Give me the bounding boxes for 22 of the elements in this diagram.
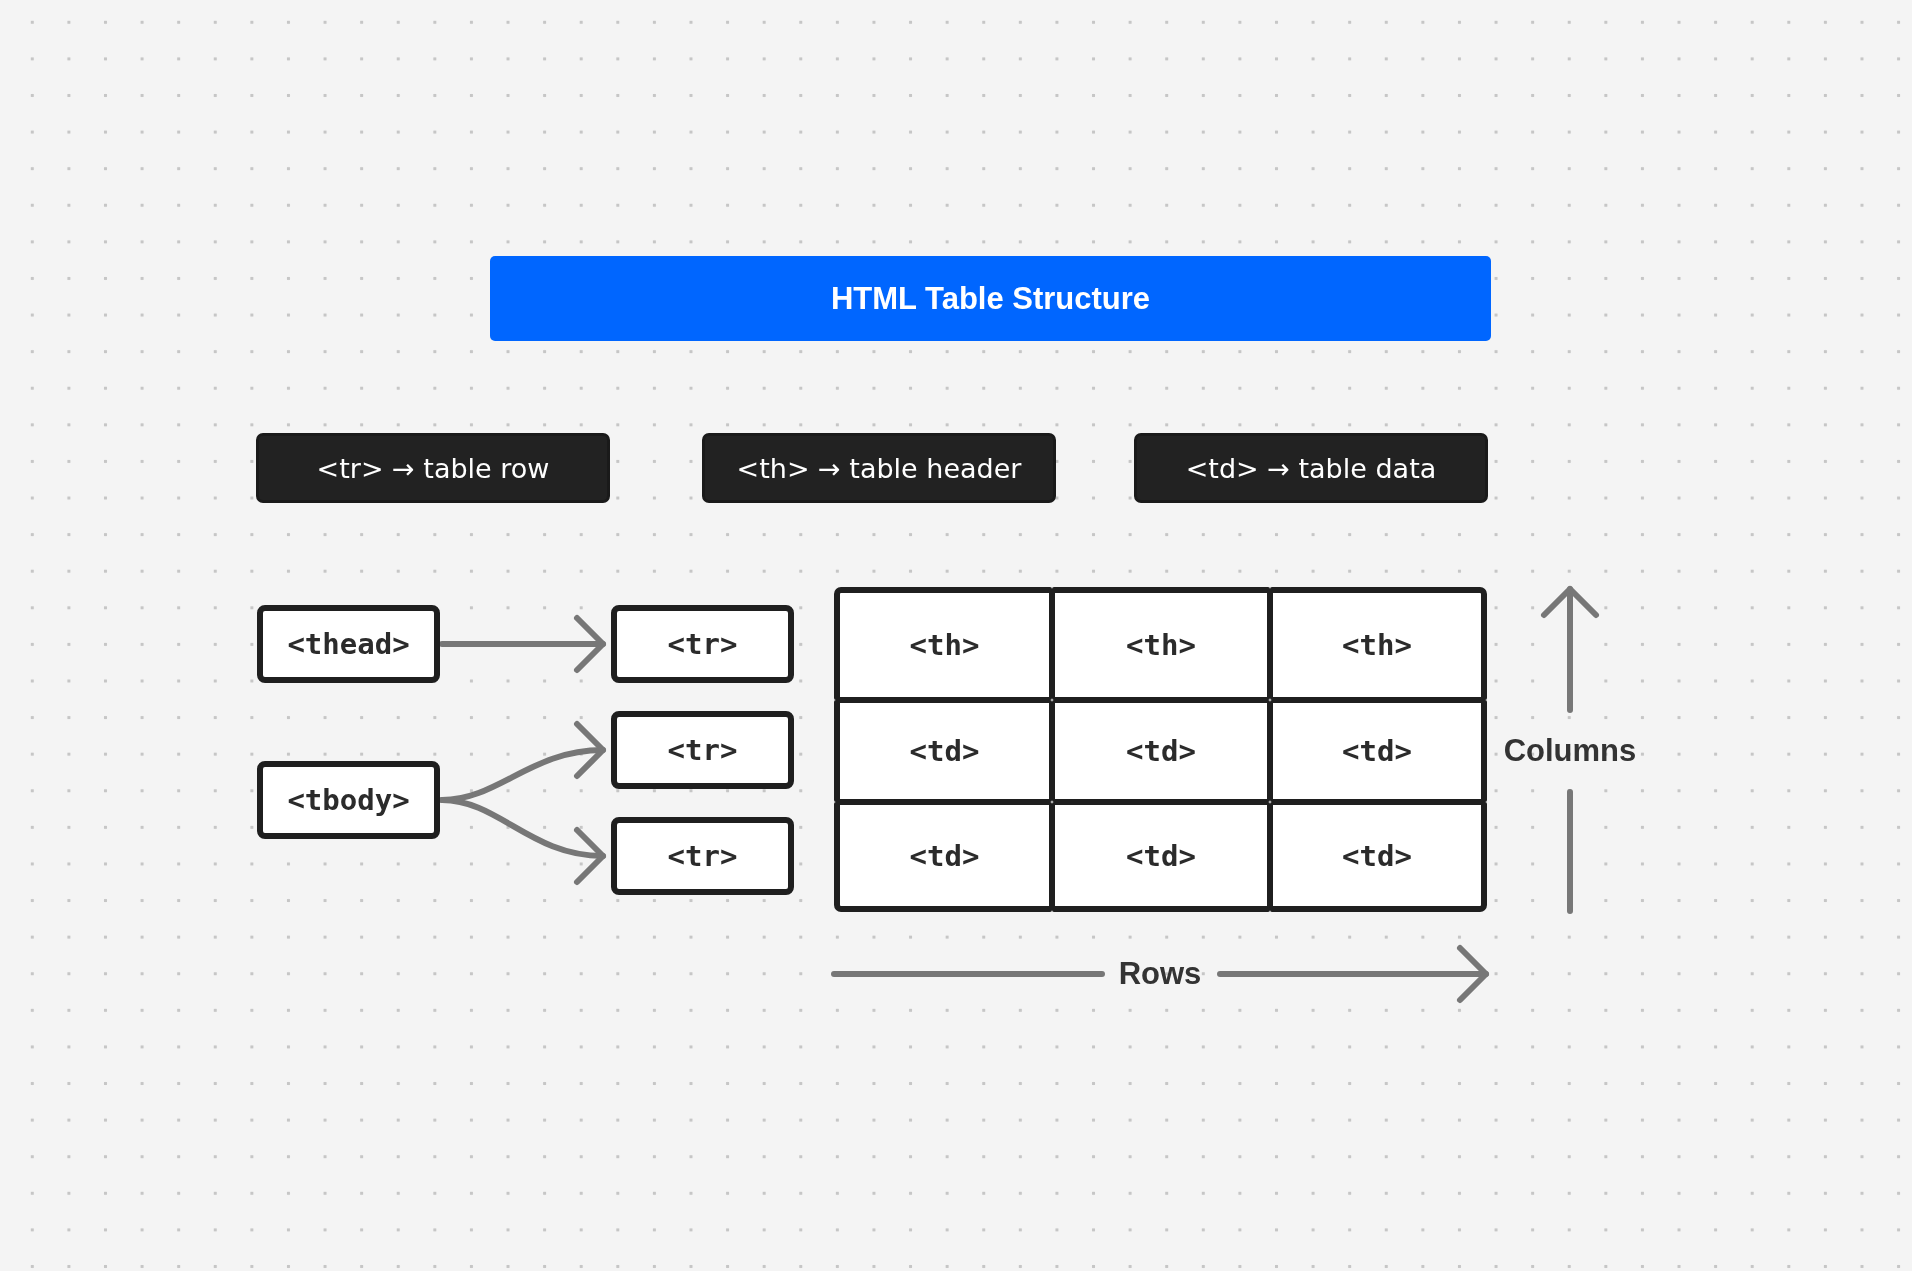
arrow <box>439 615 606 673</box>
element-box: <tbody> <box>257 761 440 839</box>
data-cell: <td> <box>1270 802 1487 912</box>
data-cell: <td> <box>834 802 1052 912</box>
data-cell: <td> <box>834 700 1052 802</box>
definition-card: <tr> → table row <box>256 433 610 503</box>
data-cell: <td> <box>1052 802 1270 912</box>
row-box: <tr> <box>611 711 794 789</box>
title-banner: HTML Table Structure <box>490 256 1491 341</box>
row-box: <tr> <box>611 817 794 895</box>
element-box: <thead> <box>257 605 440 683</box>
direction-label: Rows <box>1118 956 1202 992</box>
header-cell: <th> <box>834 587 1052 700</box>
direction-label: Columns <box>1503 733 1637 769</box>
header-cell: <th> <box>1270 587 1487 700</box>
definition-card: <th> → table header <box>702 433 1056 503</box>
row-box: <tr> <box>611 605 794 683</box>
data-cell: <td> <box>1270 700 1487 802</box>
definition-card: <td> → table data <box>1134 433 1488 503</box>
arrow <box>439 797 606 884</box>
header-cell: <th> <box>1052 587 1270 700</box>
data-cell: <td> <box>1052 700 1270 802</box>
